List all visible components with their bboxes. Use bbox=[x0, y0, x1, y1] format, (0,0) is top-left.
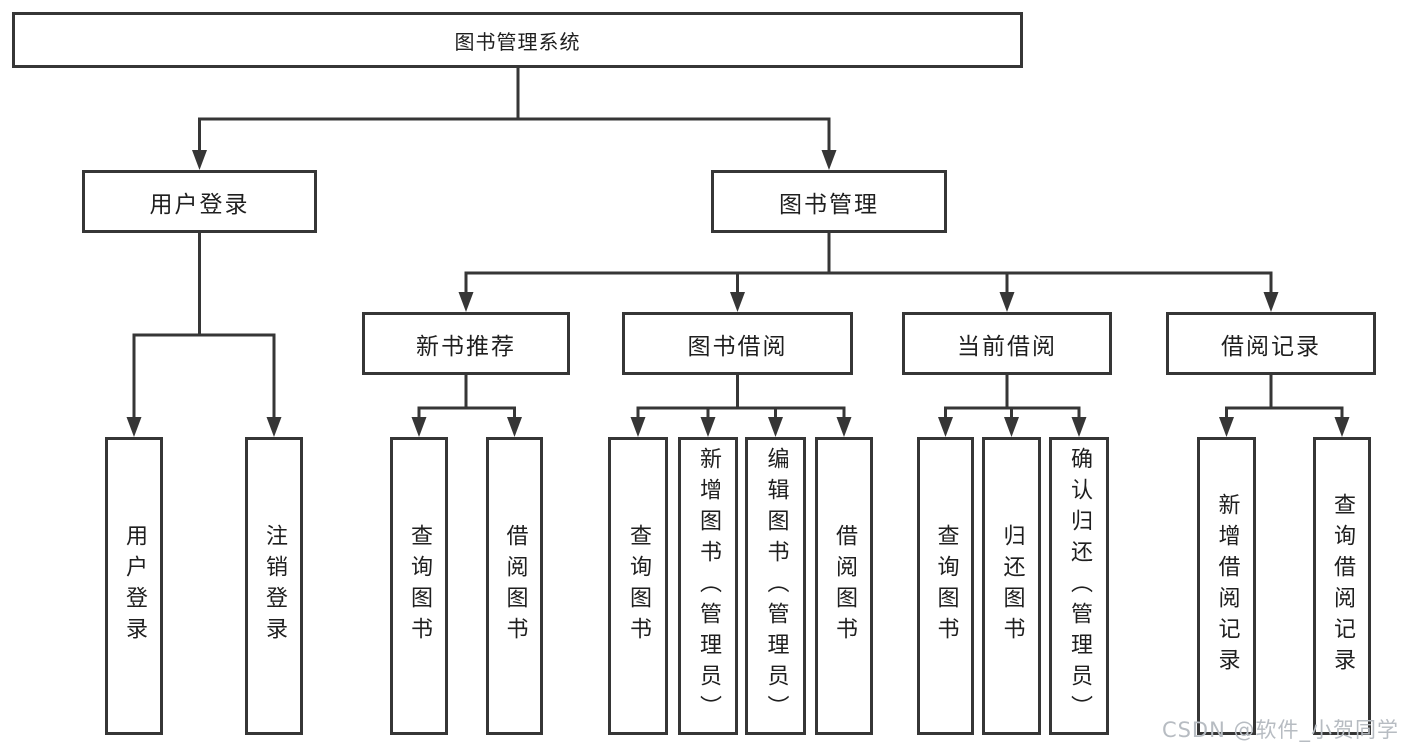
arrowhead-down-icon bbox=[458, 292, 474, 312]
node-borrowing-records: 借阅记录 bbox=[1166, 312, 1376, 375]
node-book-borrowing-label: 图书借阅 bbox=[687, 333, 788, 360]
leaf-borrowing-edit-books-admin-label: 编辑图书（管理员） bbox=[763, 446, 789, 726]
arrowhead-down-icon bbox=[821, 150, 837, 170]
leaf-logout-label: 注销登录 bbox=[262, 524, 287, 648]
leaf-borrowing-query-books: 查询图书 bbox=[608, 437, 668, 735]
leaf-current-confirm-return-admin-label: 确认归还（管理员） bbox=[1067, 446, 1092, 726]
node-new-book-recommend-label: 新书推荐 bbox=[416, 333, 516, 360]
leaf-newbook-borrow-books: 借阅图书 bbox=[486, 437, 543, 735]
node-book-borrowing: 图书借阅 bbox=[622, 312, 853, 375]
leaf-borrowing-add-books-admin: 新增图书（管理员） bbox=[678, 437, 738, 735]
arrowhead-down-icon bbox=[411, 417, 427, 437]
node-root-label: 图书管理系统 bbox=[454, 29, 581, 54]
arrowhead-down-icon bbox=[1263, 292, 1279, 312]
arrowhead-down-icon bbox=[999, 292, 1015, 312]
leaf-borrowing-edit-books-admin: 编辑图书（管理员） bbox=[745, 437, 806, 735]
leaf-user-login: 用户登录 bbox=[105, 437, 163, 735]
leaf-user-login-label: 用户登录 bbox=[122, 524, 147, 648]
leaf-records-query-record: 查询借阅记录 bbox=[1313, 437, 1371, 735]
arrowhead-down-icon bbox=[507, 417, 522, 437]
leaf-borrowing-borrow-books: 借阅图书 bbox=[815, 437, 873, 735]
leaf-current-query-books-label: 查询图书 bbox=[933, 524, 959, 648]
leaf-records-add-record: 新增借阅记录 bbox=[1197, 437, 1256, 735]
leaf-current-confirm-return-admin: 确认归还（管理员） bbox=[1049, 437, 1109, 735]
arrowhead-down-icon bbox=[938, 417, 953, 437]
arrowhead-down-icon bbox=[1334, 417, 1350, 437]
node-current-borrowing: 当前借阅 bbox=[902, 312, 1112, 375]
node-root: 图书管理系统 bbox=[12, 12, 1023, 68]
arrowhead-down-icon bbox=[266, 417, 282, 437]
arrowhead-down-icon bbox=[126, 417, 142, 437]
leaf-logout: 注销登录 bbox=[245, 437, 303, 735]
leaf-current-query-books: 查询图书 bbox=[917, 437, 974, 735]
node-book-management: 图书管理 bbox=[711, 170, 947, 233]
arrowhead-down-icon bbox=[730, 292, 745, 312]
leaf-current-return-books: 归还图书 bbox=[982, 437, 1041, 735]
arrowhead-down-icon bbox=[192, 150, 207, 170]
csdn-watermark: CSDN @软件_小贺同学 bbox=[1161, 718, 1399, 742]
node-borrowing-records-label: 借阅记录 bbox=[1221, 333, 1321, 360]
leaf-records-query-record-label: 查询借阅记录 bbox=[1330, 493, 1355, 679]
leaf-borrowing-add-books-admin-label: 新增图书（管理员） bbox=[696, 446, 721, 726]
arrowhead-down-icon bbox=[1004, 417, 1019, 437]
arrowhead-down-icon bbox=[630, 417, 646, 437]
leaf-borrowing-query-books-label: 查询图书 bbox=[626, 524, 651, 648]
leaf-newbook-borrow-books-label: 借阅图书 bbox=[502, 524, 528, 648]
leaf-records-add-record-label: 新增借阅记录 bbox=[1214, 493, 1240, 679]
leaf-newbook-query-books: 查询图书 bbox=[390, 437, 448, 735]
arrowhead-down-icon bbox=[768, 417, 783, 437]
arrowhead-down-icon bbox=[700, 417, 716, 437]
node-user-login-label: 用户登录 bbox=[149, 191, 250, 218]
leaf-borrowing-borrow-books-label: 借阅图书 bbox=[832, 524, 857, 648]
node-current-borrowing-label: 当前借阅 bbox=[957, 333, 1057, 360]
arrowhead-down-icon bbox=[1071, 417, 1087, 437]
node-user-login: 用户登录 bbox=[82, 170, 317, 233]
node-new-book-recommend: 新书推荐 bbox=[362, 312, 570, 375]
node-book-management-label: 图书管理 bbox=[779, 191, 879, 218]
arrowhead-down-icon bbox=[1219, 417, 1234, 437]
arrowhead-down-icon bbox=[836, 417, 852, 437]
leaf-current-return-books-label: 归还图书 bbox=[999, 524, 1025, 648]
leaf-newbook-query-books-label: 查询图书 bbox=[407, 524, 432, 648]
